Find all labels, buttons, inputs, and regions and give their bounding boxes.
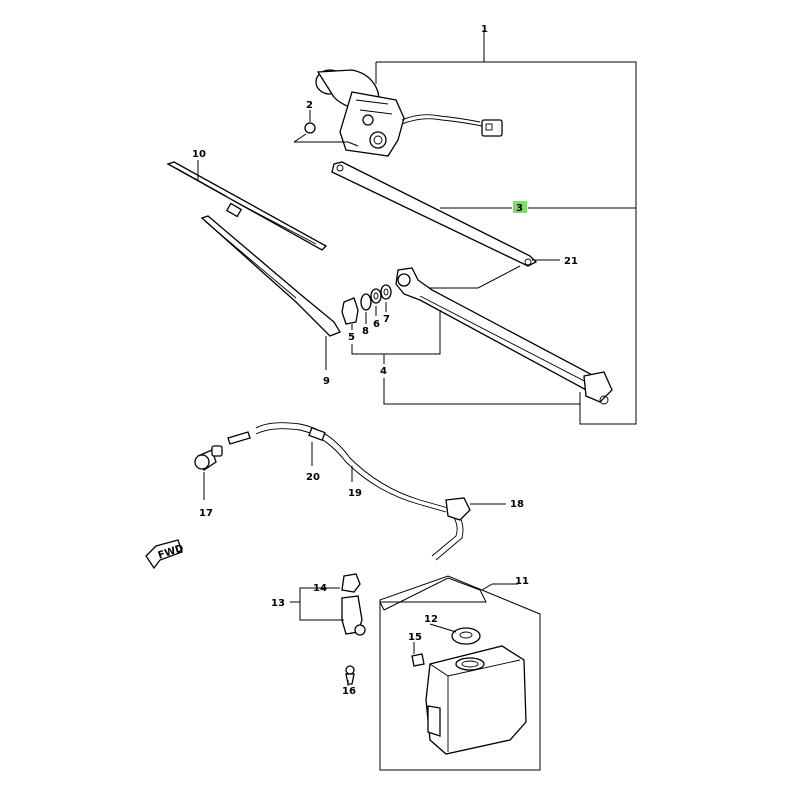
callout-4[interactable]: 4 [380, 366, 387, 377]
wiper-arm [200, 215, 341, 370]
fwd-arrow-icon: FWD [145, 539, 185, 570]
callout-5[interactable]: 5 [348, 332, 355, 343]
callout-2[interactable]: 2 [306, 100, 313, 111]
callout-8[interactable]: 8 [362, 326, 369, 337]
wiper-linkage [395, 267, 613, 405]
callout-9[interactable]: 9 [323, 376, 330, 387]
callout-3[interactable]: 3 [516, 203, 523, 214]
washer-nozzle [194, 445, 223, 500]
callout-15[interactable]: 15 [408, 632, 422, 643]
callout-18[interactable]: 18 [510, 499, 524, 510]
callout-14[interactable]: 14 [313, 583, 327, 594]
wiper-motor [315, 69, 503, 157]
callout-19[interactable]: 19 [348, 488, 362, 499]
tank-cap [429, 623, 481, 645]
washer-tank [425, 645, 527, 755]
tank-grommet [411, 642, 425, 667]
callout-17[interactable]: 17 [199, 508, 213, 519]
washer-hose [227, 422, 506, 561]
callout-7[interactable]: 7 [383, 314, 390, 325]
wiper-blade [166, 160, 328, 251]
callout-10[interactable]: 10 [192, 149, 206, 160]
callout-13[interactable]: 13 [271, 598, 285, 609]
callout-11[interactable]: 11 [515, 576, 529, 587]
callout-21[interactable]: 21 [564, 256, 578, 267]
pump-bolt [345, 665, 355, 686]
callout-3-highlight [513, 201, 527, 213]
callout-1-bracket [375, 30, 637, 425]
washer-tank-bracket [379, 575, 541, 771]
pivot-nut-washers [341, 284, 580, 405]
callout-20[interactable]: 20 [306, 472, 320, 483]
link-rod [331, 161, 636, 289]
motor-bolt [293, 110, 359, 147]
callout-12[interactable]: 12 [424, 614, 438, 625]
callout-1[interactable]: 1 [481, 24, 488, 35]
callout-16[interactable]: 16 [342, 686, 356, 697]
washer-pump [290, 573, 366, 636]
callout-6[interactable]: 6 [373, 319, 380, 330]
